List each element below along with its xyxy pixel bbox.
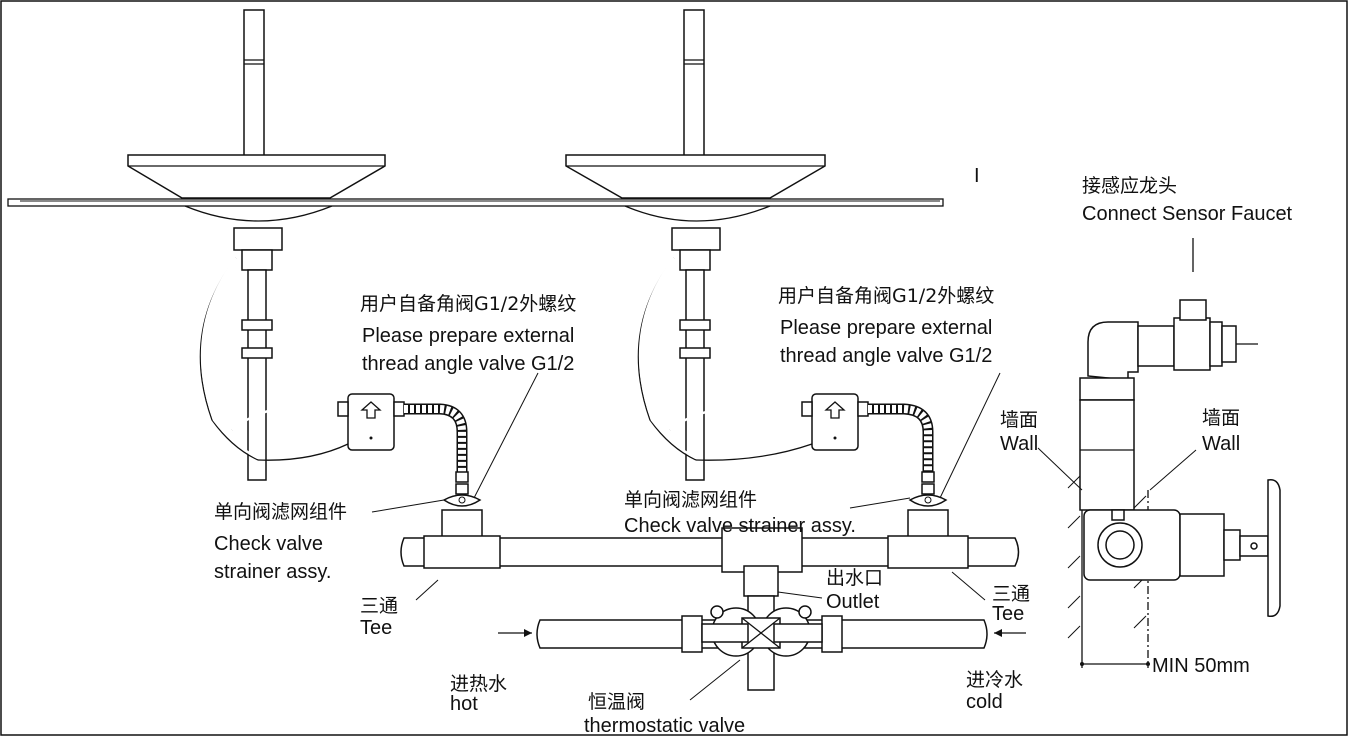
thermostatic-label-en: thermostatic valve [584,715,745,737]
left-check-valve [441,494,483,539]
right-control-box [801,393,869,451]
tee-left-label-en: Tee [360,617,392,639]
angle-valve-left-label-cn: 用户自备角阀G1/2外螺纹 [360,293,576,315]
outlet-pipe [400,527,1020,597]
check-valve-right-label-en: Check valve strainer assy. [624,515,856,537]
angle-valve-left-label-en2: thread angle valve G1/2 [362,353,574,375]
wall-left-label-en: Wall [1000,433,1038,455]
left-sensor-faucet [243,9,265,159]
check-valve-right-label-cn: 单向阀滤网组件 [624,489,757,511]
left-hoses [199,257,349,461]
side-angle-valve [1079,238,1258,401]
tee-left-label-cn: 三通 [360,595,398,617]
sensor-faucet-label-cn: 接感应龙头 [1082,175,1177,197]
left-braided-hose [404,403,469,495]
right-sensor-faucet [683,9,705,159]
angle-valve-right-label-cn: 用户自备角阀G1/2外螺纹 [778,285,994,307]
sensor-faucet-label-en: Connect Sensor Faucet [1082,203,1293,225]
thermostatic-valve-body [701,595,823,691]
tee-right-label-en: Tee [992,603,1024,625]
right-check-valve [907,494,949,539]
leader-lines [371,372,1197,701]
outlet-label-cn: 出水口 [826,567,883,589]
check-valve-left-label-cn: 单向阀滤网组件 [214,501,347,523]
check-valve-left-label-en2: strainer assy. [214,561,331,583]
flow-arrows [498,629,1026,637]
min-dimension-label: MIN 50mm [1152,655,1250,677]
wall-right-label-cn: 墙面 [1202,407,1240,429]
outlet-label-en: Outlet [826,591,880,613]
right-basin [565,154,826,481]
tee-right-label-cn: 三通 [992,583,1030,605]
check-valve-left-label-en1: Check valve [214,533,323,555]
angle-valve-right-label-en1: Please prepare external [780,317,992,339]
thermostatic-label-cn: 恒温阀 [588,691,645,713]
cold-label-cn: 进冷水 [966,669,1023,691]
min-dimension [1080,662,1150,666]
angle-valve-left-label-en1: Please prepare external [362,325,574,347]
cold-label-en: cold [966,691,1003,713]
left-control-box [337,393,405,451]
countertop [7,198,944,207]
hot-label-en: hot [450,693,478,715]
right-hoses [637,257,813,461]
side-pipe-column [1079,399,1281,618]
left-basin [127,154,386,481]
wall-right-label-en: Wall [1202,433,1240,455]
page-marker: I [974,165,980,187]
wall-left-label-cn: 墙面 [1000,409,1038,431]
right-braided-hose [868,403,935,495]
angle-valve-right-label-en2: thread angle valve G1/2 [780,345,992,367]
hot-label-cn: 进热水 [450,673,507,695]
